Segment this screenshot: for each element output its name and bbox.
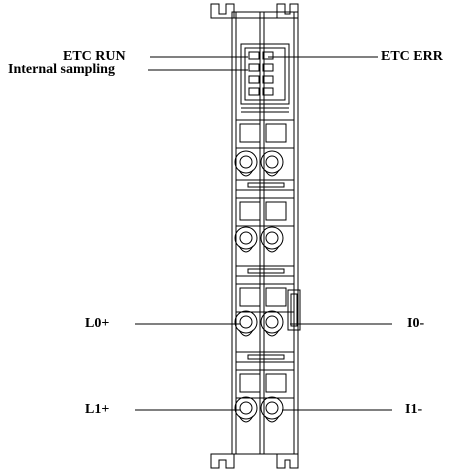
terminal-block-4	[234, 369, 295, 423]
led-window	[240, 43, 290, 113]
divider-slot-3	[235, 351, 295, 363]
divider-slot-1	[235, 179, 295, 191]
terminal-block-3	[234, 283, 301, 337]
i1-minus-label: I1-	[405, 402, 423, 417]
i0-minus-label: I0-	[407, 316, 425, 331]
terminal-block-1	[234, 119, 295, 177]
etc-err-label: ETC ERR	[381, 49, 443, 64]
internal-sampling-label: Internal sampling	[8, 62, 115, 77]
terminal-block-2	[234, 197, 295, 253]
top-mounting-latch	[210, 3, 299, 19]
l0-plus-label: L0+	[85, 316, 110, 331]
divider-slot-2	[235, 265, 295, 277]
bottom-mounting-latch	[210, 453, 299, 469]
l1-plus-label: L1+	[85, 402, 110, 417]
etc-run-label: ETC RUN	[63, 49, 126, 64]
